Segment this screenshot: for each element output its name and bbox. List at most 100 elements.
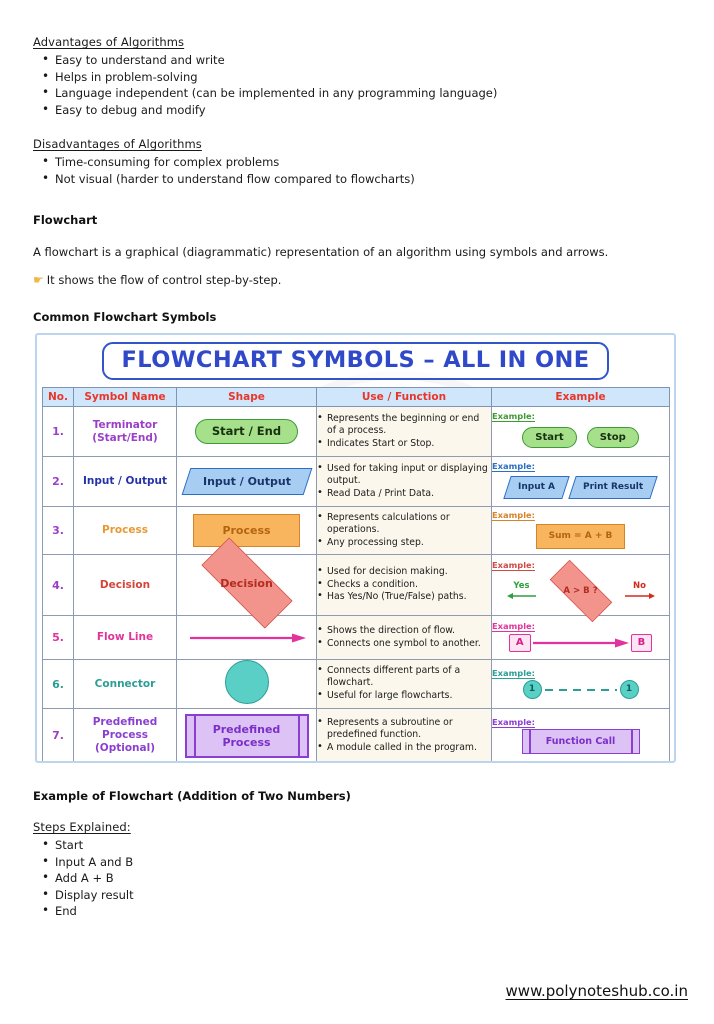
shape-cell [176, 659, 317, 709]
shape-cell: Start / End [176, 406, 317, 457]
steps-heading: Steps Explained: [33, 820, 131, 834]
shape-cell: Input / Output [176, 456, 317, 507]
list-item: Time-consuming for complex problems [33, 153, 633, 171]
table-row: 7. Predefined Process (Optional) Predefi… [42, 708, 670, 761]
example-connector-2: 1 [619, 680, 639, 699]
column-header-example: Example [491, 387, 670, 407]
predefined-process-shape: Predefined Process [184, 713, 309, 758]
example-row: 1 1 [492, 679, 669, 701]
list-item: Add A + B [33, 869, 433, 887]
example-cell: Example: Yes A > B ? [491, 554, 670, 622]
example-node-a: A [508, 634, 531, 652]
symbol-name: Decision [73, 554, 177, 616]
use-item: Read Data / Print Data. [317, 487, 491, 500]
example-stop-shape: Stop [586, 426, 639, 448]
example-cell: Example: Start Stop [491, 406, 670, 457]
common-symbols-heading: Common Flowchart Symbols [33, 310, 217, 324]
symbol-name-main: Predefined Process [92, 716, 158, 741]
flowchart-pointer-text: It shows the flow of control step-by-ste… [46, 273, 282, 287]
flowchart-symbols-poster: IS FLOWCHART SYMBOLS – ALL IN ONE No. Sy… [35, 333, 676, 763]
table-row: 5. Flow Line Shows the direction of flow [42, 615, 670, 660]
shape-cell: Decision [176, 537, 317, 629]
input-output-shape: Input / Output [181, 468, 312, 495]
list-item: End [33, 902, 433, 920]
shape-cell [176, 615, 317, 660]
symbol-name-sub: (Start/End) [92, 431, 158, 444]
process-shape: Process [193, 514, 300, 547]
example-cell: Example: 1 1 [491, 659, 670, 709]
list-item: Easy to debug and modify [33, 101, 633, 119]
example-cell: Example: Input A Print Result [491, 456, 670, 507]
list-item: Language independent (can be implemented… [33, 84, 633, 102]
flowchart-symbols-table: No. Symbol Name Shape Use / Function Exa… [42, 387, 670, 761]
footer-url[interactable]: www.polynoteshub.co.in [505, 982, 688, 1000]
symbol-name: Input / Output [73, 456, 177, 507]
shape-cell: Process [176, 506, 317, 555]
table-row: 3. Process Process Represents calculatio… [42, 506, 670, 555]
use-item: Useful for large flowcharts. [317, 689, 491, 702]
symbol-name: Predefined Process (Optional) [73, 708, 177, 761]
symbol-name: Flow Line [73, 615, 177, 660]
dashed-link-icon [544, 688, 617, 691]
example-cell: Example: Sum = A + B [491, 506, 670, 555]
flow-line-arrow-icon [532, 638, 629, 648]
example-cell: Example: Function Call [491, 708, 670, 761]
example-row: A B [492, 632, 669, 654]
example-label: Example: [492, 411, 535, 421]
disadvantages-heading: Disadvantages of Algorithms [33, 137, 202, 151]
use-item: Represents the beginning or end of a pro… [317, 412, 491, 437]
example-row: Yes A > B ? No [492, 559, 669, 622]
decision-label: Decision [220, 576, 273, 590]
decision-label: A > B ? [563, 585, 598, 596]
use-cell: Shows the direction of flow. Connects on… [316, 615, 492, 660]
list-item: Helps in problem-solving [33, 68, 633, 86]
table-row: 2. Input / Output Input / Output Used fo… [42, 456, 670, 507]
column-header-no: No. [42, 387, 74, 407]
symbol-name: Connector [73, 659, 177, 709]
example-label: Example: [492, 717, 535, 727]
example-flowchart-heading: Example of Flowchart (Addition of Two Nu… [33, 789, 351, 803]
row-number: 5. [42, 615, 74, 660]
symbol-name: Terminator (Start/End) [73, 406, 177, 457]
example-decision-shape: A > B ? [538, 559, 624, 622]
use-item: Used for decision making. [317, 565, 491, 578]
table-row: 1. Terminator (Start/End) Start / End Re… [42, 406, 670, 457]
example-label: Example: [492, 461, 535, 471]
example-sum-shape: Sum = A + B [535, 523, 626, 549]
list-item: Input A and B [33, 853, 433, 871]
advantages-heading: Advantages of Algorithms [33, 35, 185, 49]
use-item: Connects different parts of a flowchart. [317, 664, 491, 689]
steps-list: Start Input A and B Add A + B Display re… [33, 836, 433, 920]
advantages-block: Advantages of Algorithms Easy to underst… [33, 35, 633, 118]
example-row: Sum = A + B [492, 521, 669, 551]
flow-line-arrow-icon [189, 633, 306, 642]
example-label: Example: [492, 559, 535, 570]
row-number: 2. [42, 456, 74, 507]
example-label: Example: [492, 621, 535, 631]
poster-title: FLOWCHART SYMBOLS – ALL IN ONE [102, 342, 609, 380]
use-cell: Represents calculations or operations. A… [316, 506, 492, 555]
terminator-shape: Start / End [194, 419, 299, 444]
row-number: 3. [42, 506, 74, 555]
connector-shape [224, 660, 269, 704]
example-row: Input A Print Result [492, 472, 669, 502]
example-input-label: Input A [517, 481, 555, 492]
row-number: 7. [42, 708, 74, 761]
symbol-name-sub: (Optional) [94, 742, 156, 754]
poster-title-wrap: FLOWCHART SYMBOLS – ALL IN ONE [37, 342, 674, 380]
use-cell: Represents the beginning or end of a pro… [316, 406, 492, 457]
list-item: Not visual (harder to understand flow co… [33, 170, 633, 188]
steps-block: Steps Explained: Start Input A and B Add… [33, 820, 433, 920]
table-header-row: No. Symbol Name Shape Use / Function Exa… [42, 387, 670, 407]
use-item: Connects one symbol to another. [317, 636, 491, 650]
use-item: Has Yes/No (True/False) paths. [317, 590, 491, 603]
shape-cell: Predefined Process [176, 708, 317, 761]
no-branch: No [624, 581, 655, 600]
example-connector-1: 1 [522, 680, 542, 699]
no-label: No [633, 581, 646, 591]
yes-label: Yes [513, 581, 530, 591]
disadvantages-block: Disadvantages of Algorithms Time-consumi… [33, 137, 633, 187]
pointing-hand-icon: ☛ [33, 273, 44, 287]
example-label: Example: [492, 510, 535, 520]
use-item: Used for taking input or displaying outp… [317, 462, 491, 487]
